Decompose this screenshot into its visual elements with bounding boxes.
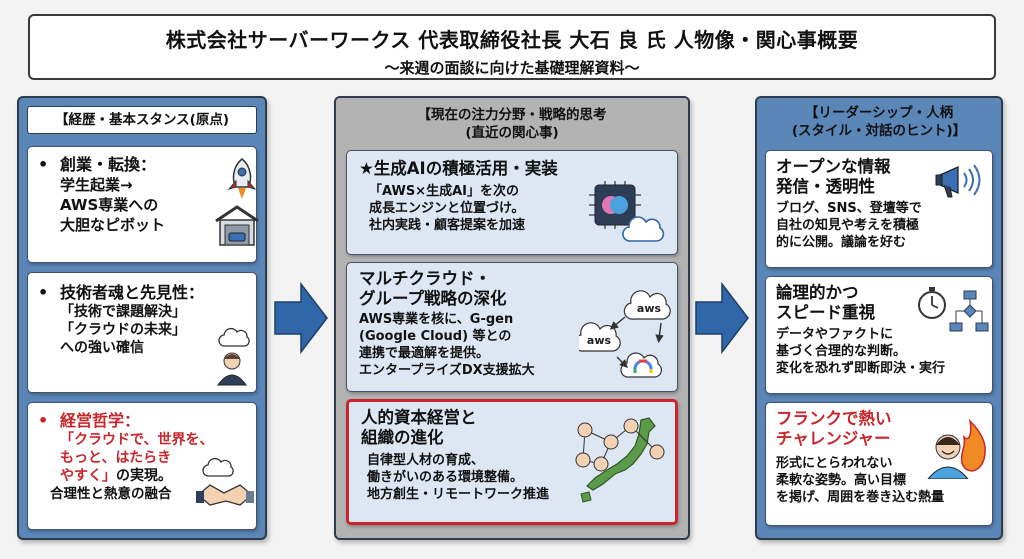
aws-gcloud-icon: aws aws: [579, 290, 671, 378]
card-frank-challenger: フランクで熱い チャレンジャー 形式にとらわれない 柔軟な姿勢。高い目標 を掲げ…: [765, 402, 993, 526]
card-line: 「クラウドの未来」: [60, 322, 186, 338]
title-box: 株式会社サーバーワークス 代表取締役社長 大石 良 氏 人物像・関心事概要 〜来…: [28, 14, 996, 80]
card-title: オープンな情報: [776, 157, 891, 176]
bullet: •: [38, 283, 49, 302]
bullet: •: [38, 411, 49, 430]
card-line: 「AWS×生成AI」を次の: [369, 184, 519, 199]
header-line: (直近の関心事): [465, 125, 559, 141]
card-line: 自律型人材の育成、: [367, 453, 485, 468]
card-open-communication: オープンな情報 発信・透明性 ブログ、SNS、登壇等で 自社の知見や考えを積極 …: [765, 150, 993, 268]
person-flame-icon: [927, 418, 986, 479]
card-line: 変化を恐れず即断即決・実行: [776, 361, 946, 376]
card-quote-line: もっと、はたらき: [60, 450, 172, 466]
card-line: を掲げ、周囲を巻き込む熱量: [776, 490, 945, 505]
card-line: 「技術で課題解決」: [60, 304, 186, 320]
card-title: 発信・透明性: [776, 177, 875, 196]
right-arrow-icon: [274, 282, 328, 354]
right-column-header: 【リーダーシップ・人柄 (スタイル・対話のヒント)】: [757, 98, 1001, 144]
card-title: ★生成AIの積極活用・実装: [359, 159, 558, 178]
card-line: 柔軟な姿勢。高い目標: [776, 473, 907, 488]
card-line: 成長エンジンと位置づけ。: [369, 201, 525, 216]
handshake-cloud-icon: [196, 457, 254, 506]
card-line: への強い確信: [60, 340, 144, 356]
card-line: AWS専業への: [60, 196, 159, 214]
card-line: 社内実践・顧客提案を加速: [369, 218, 526, 233]
card-title: フランクで熱い: [776, 409, 892, 428]
header-line: 【リーダーシップ・人柄: [804, 105, 954, 121]
card-logical-speed: 論理的かつ スピード重視 データやファクトに 基づく合理的な判断。 変化を恐れず…: [765, 276, 993, 394]
ai-chip-cloud-icon: [589, 181, 665, 242]
businessman-cloud-icon: [217, 327, 250, 386]
megaphone-icon: [935, 164, 981, 198]
bullet: •: [38, 155, 49, 174]
card-title: スピード重視: [776, 303, 875, 322]
card-line: 働きがいのある環境整備。: [367, 470, 524, 485]
stopwatch-flowchart-icon: [918, 287, 989, 332]
rocket-icon: [227, 158, 257, 199]
card-title: チャレンジャー: [776, 429, 891, 448]
card-line: 合理性と熱意の融合: [50, 486, 172, 502]
card-line: の実現。: [116, 468, 172, 484]
middle-column-header: 【現在の注力分野・戦略的思考 (直近の関心事): [336, 98, 688, 146]
card-line: 学生起業→: [60, 176, 133, 194]
card-title: 技術者魂と先見性：: [60, 283, 205, 302]
card-line: 大胆なピボット: [60, 216, 166, 234]
garage-icon: [215, 205, 259, 246]
card-title: グループ戦略の深化: [359, 289, 507, 308]
card-line: ブログ、SNS、登壇等で: [776, 201, 922, 216]
card-title: マルチクラウド・: [359, 269, 491, 288]
card-title: 組織の進化: [361, 428, 444, 447]
header-line: (スタイル・対話のヒント)】: [791, 123, 967, 139]
page-title: 株式会社サーバーワークス 代表取締役社長 大石 良 氏 人物像・関心事概要: [165, 28, 859, 52]
left-column-header: 【経歴・基本スタンス(原点): [27, 106, 257, 134]
card-title: 人的資本経営と: [361, 408, 477, 427]
page-subtitle: 〜来週の面談に向けた基礎理解資料〜: [384, 59, 640, 77]
card-line: エンタープライズDX支援拡大: [359, 363, 535, 378]
card-line: データやファクトに: [776, 327, 894, 342]
card-quote-line: やすく」: [60, 468, 116, 484]
aws-logo-label: aws: [637, 302, 662, 315]
japan-network-icon: [575, 417, 665, 503]
card-title: 論理的かつ: [776, 283, 859, 302]
card-human-capital: 人的資本経営と 組織の進化 自律型人材の育成、 働きがいのある環境整備。 地方創…: [346, 399, 678, 525]
card-line: 連携で最適解を提供。: [359, 346, 490, 361]
card-line: 地方創生・リモートワーク推進: [367, 487, 550, 502]
card-line: AWS専業を核に、G-gen: [359, 312, 514, 327]
card-generative-ai: ★生成AIの積極活用・実装 「AWS×生成AI」を次の 成長エンジンと位置づけ。…: [346, 150, 678, 255]
aws-logo-label: aws: [587, 334, 612, 347]
card-line: (Google Cloud) 等との: [359, 329, 512, 344]
card-line: 基づく合理的な判断。: [776, 344, 907, 359]
card-founding: • 創業・転換： 学生起業→ AWS専業への 大胆なピボット: [27, 146, 259, 263]
card-quote-line: 「クラウドで、世界を、: [60, 432, 214, 448]
card-line: 的に公開。議論を好む: [776, 235, 907, 250]
card-line: 自社の知見や考えを積極: [776, 218, 920, 233]
header-line: 【現在の注力分野・戦略的思考: [417, 107, 607, 123]
right-arrow-icon: [695, 282, 749, 354]
card-engineer-spirit: • 技術者魂と先見性： 「技術で課題解決」 「クラウドの未来」 への強い確信: [27, 272, 257, 393]
card-title: 創業・転換：: [60, 155, 157, 174]
card-multicloud: マルチクラウド・ グループ戦略の深化 AWS専業を核に、G-gen (Googl…: [346, 262, 678, 392]
card-title: 経営哲学：: [60, 411, 141, 430]
card-line: 形式にとらわれない: [776, 456, 893, 471]
card-philosophy: • 経営哲学： 「クラウドで、世界を、 もっと、はたらき やすく」の実現。 合理…: [27, 402, 257, 530]
